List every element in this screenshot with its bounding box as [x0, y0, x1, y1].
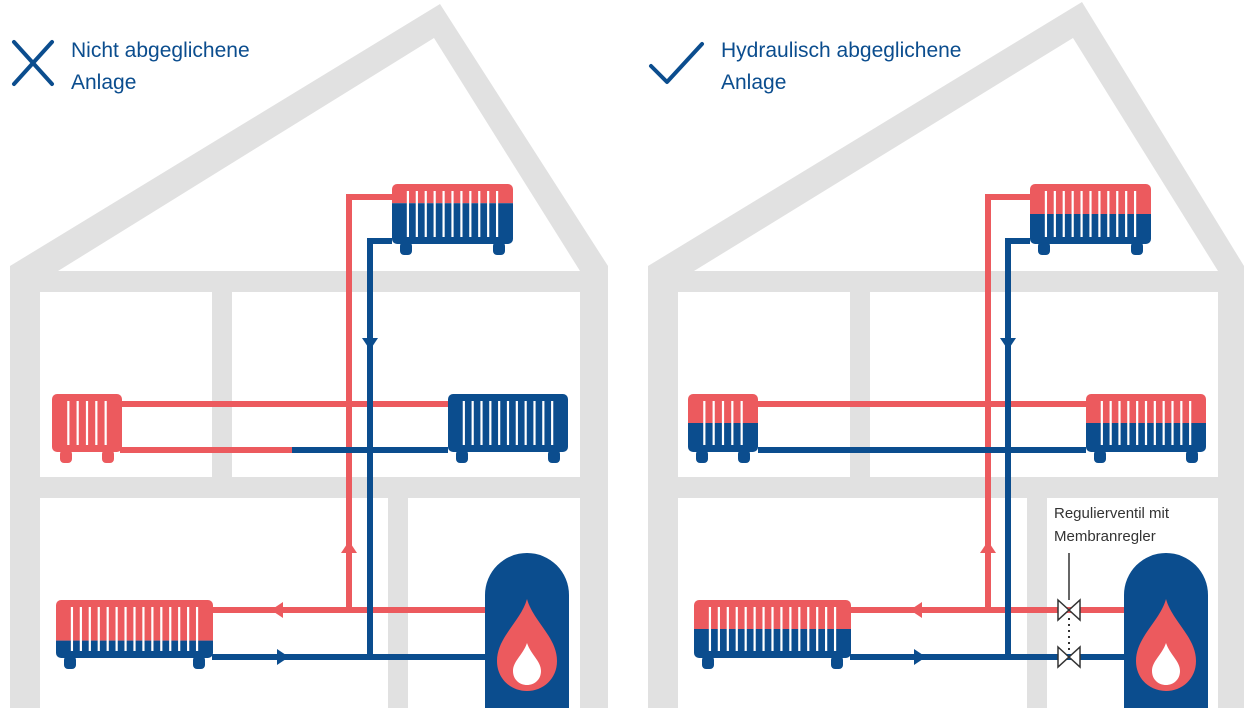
radiator-body	[1086, 394, 1206, 452]
radiator-foot	[1186, 450, 1198, 463]
pipes-right	[758, 194, 1124, 660]
radiator-body	[694, 600, 851, 658]
boiler-left	[485, 553, 569, 708]
radiator-foot	[64, 656, 76, 669]
flow-arrows-left	[271, 338, 378, 665]
radiator-body	[448, 394, 568, 452]
panel-title-line2: Anlage	[721, 71, 786, 94]
radiator-attic-left	[392, 184, 513, 255]
panel-unbalanced: Nicht abgeglichene Anlage	[10, 4, 608, 708]
radiator-body	[392, 184, 513, 244]
valve-label-line2: Membranregler	[1054, 528, 1156, 545]
radiator-foot	[548, 450, 560, 463]
radiator-ground-right	[694, 600, 851, 669]
valve-icon-supply	[1057, 598, 1081, 622]
radiator-foot	[1038, 242, 1050, 255]
panel-title-line2: Anlage	[71, 71, 136, 94]
radiator-ground-left	[56, 600, 213, 669]
cross-icon	[12, 40, 54, 86]
radiator-body	[688, 394, 758, 452]
valve-label-line1: Regulierventil mit	[1054, 505, 1170, 522]
radiator-foot	[456, 450, 468, 463]
arrow-up-supply	[980, 541, 996, 553]
house-outline-left	[10, 4, 608, 708]
panel-title-line1: Hydraulisch abgeglichene	[721, 39, 962, 62]
flame-inner	[513, 643, 541, 685]
radiator-foot	[102, 450, 114, 463]
radiator-middle-left-hot	[52, 394, 122, 463]
radiator-middle-right-cold	[448, 394, 568, 463]
radiator-body	[1030, 184, 1151, 244]
arrow-left-supply	[910, 602, 922, 618]
arrow-left-supply	[271, 602, 283, 618]
radiator-middle-left-right	[688, 394, 758, 463]
arrow-up-supply	[341, 541, 357, 553]
panel-title-line1: Nicht abgeglichene	[71, 39, 250, 62]
radiator-attic-right	[1030, 184, 1151, 255]
radiator-foot	[831, 656, 843, 669]
radiator-foot	[400, 242, 412, 255]
radiator-body	[52, 394, 122, 452]
radiator-foot	[738, 450, 750, 463]
arrow-down-return	[362, 338, 378, 350]
arrow-down-return	[1000, 338, 1016, 350]
radiator-foot	[696, 450, 708, 463]
flame-inner	[1152, 643, 1180, 685]
radiator-middle-right-right	[1086, 394, 1206, 463]
radiator-foot	[1094, 450, 1106, 463]
arrow-right-return	[277, 649, 289, 665]
radiator-foot	[1131, 242, 1143, 255]
radiator-foot	[702, 656, 714, 669]
radiator-foot	[60, 450, 72, 463]
flow-arrows-right	[910, 338, 1016, 665]
check-icon	[649, 42, 704, 84]
radiator-foot	[193, 656, 205, 669]
boiler-right	[1124, 553, 1208, 708]
radiator-foot	[493, 242, 505, 255]
arrow-right-return	[914, 649, 926, 665]
pipes-left	[120, 194, 485, 660]
radiator-body	[56, 600, 213, 658]
valve-icon-return	[1057, 645, 1081, 669]
panel-balanced: Hydraulisch abgeglichene Anlage	[648, 2, 1244, 708]
